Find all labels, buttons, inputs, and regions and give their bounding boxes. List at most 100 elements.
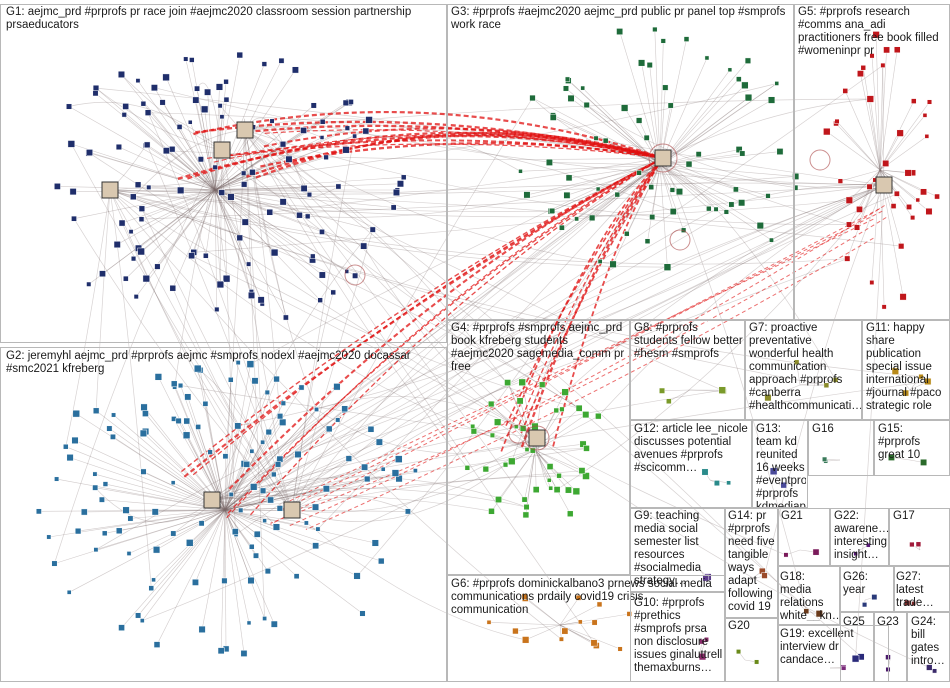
edge [76,413,226,511]
graph-node [522,636,530,644]
graph-node [624,231,630,237]
graph-node [367,425,375,433]
edge [559,622,595,626]
graph-node [67,140,76,148]
cross-edge [586,104,885,189]
graph-node [395,455,403,463]
graph-node [123,275,129,282]
edge [659,164,742,204]
edge [224,463,245,511]
cross-edge [109,189,848,265]
graph-node [932,668,938,674]
graph-node [574,216,579,222]
cross-edge [536,437,787,556]
edge [95,487,226,511]
edge [659,164,717,210]
edge [137,509,226,616]
graph-node [851,654,860,663]
cross-edge [662,157,807,612]
edge [171,149,216,191]
edge [525,598,561,626]
cross-edge [94,487,213,523]
edge [224,403,284,511]
cross-edge [855,184,885,659]
graph-node [238,507,244,513]
graph-node [841,665,847,671]
graph-node [726,480,731,486]
edge [179,126,216,191]
graph-node [271,471,277,478]
graph-node [335,183,342,190]
graph-node [217,647,225,655]
edge [488,622,561,626]
graph-node [111,412,117,418]
graph-node [319,135,325,140]
cross-edge [71,143,293,511]
edge [89,152,216,191]
graph-node [126,551,132,556]
graph-node [761,572,768,579]
graph-node [312,542,320,550]
graph-node [649,214,656,221]
edge [133,189,216,259]
edge [659,164,736,190]
edge [520,164,661,172]
graph-node [257,296,265,304]
graph-node [148,585,155,591]
edge [214,189,252,296]
cross-edge [73,218,293,511]
edge [130,509,226,519]
graph-node [845,196,853,204]
cross-edge [244,129,521,402]
edge [173,383,226,511]
group-label-g8: G8: #prprofs students fellow better #hes… [634,322,743,360]
graph-node [904,169,912,177]
graph-node [523,191,531,199]
graph-node [219,114,225,120]
graph-node [508,457,516,465]
graph-node [579,440,587,448]
graph-node [882,159,890,167]
graph-node [713,206,719,212]
edge [767,384,801,398]
graph-node [117,70,125,78]
graph-node [890,203,897,209]
graph-node [580,85,586,91]
graph-node [92,90,99,97]
graph-node [659,387,666,394]
graph-node [110,433,116,440]
highlight-edge [264,129,664,159]
edge [94,473,226,511]
graph-node [175,417,182,424]
group-label-g12: G12: article lee_nicole discusses potent… [634,423,751,474]
graph-node [276,505,283,512]
edge [224,442,263,511]
edge [224,410,344,511]
graph-node [189,57,195,63]
graph-node [207,449,213,455]
hub-node [528,429,546,447]
group-label-g1: G1: aejmc_prd #prprofs pr race join #aej… [6,6,415,31]
edge [155,509,226,513]
graph-node [184,393,192,401]
cross-edge [109,189,239,427]
graph-node [228,492,234,497]
edge [224,490,264,511]
edge [187,396,226,511]
graph-node [648,184,655,190]
highlight-edge [275,218,874,509]
cross-edge [221,149,339,199]
graph-node [915,541,922,547]
edge [224,408,345,511]
edge [197,368,226,511]
graph-node [250,483,258,491]
graph-node [71,215,77,222]
graph-node [920,458,928,466]
edge [879,169,924,193]
graph-node [922,113,928,118]
graph-node [902,389,910,397]
graph-node [728,201,735,208]
graph-node [404,508,411,515]
graph-node [371,539,379,547]
graph-node [644,238,651,244]
